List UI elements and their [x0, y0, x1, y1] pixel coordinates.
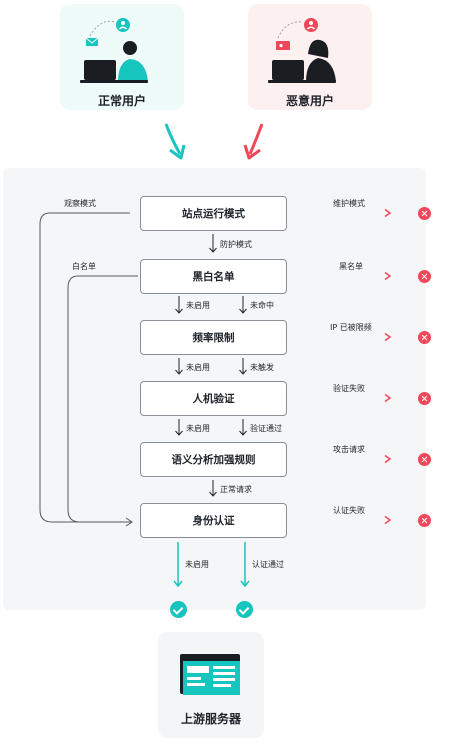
label-rate-not-enabled: 未启用 — [186, 363, 210, 372]
label-captcha-passed: 验证通过 — [250, 424, 282, 433]
malicious-user-label: 恶意用户 — [285, 94, 334, 108]
label-protect-mode: 防护模式 — [220, 240, 252, 249]
normal-user-illustration — [80, 18, 148, 83]
reject-label-maintenance: 维护模式 — [333, 199, 365, 208]
step-semantic-rules: 语义分析加强规则 — [140, 442, 287, 477]
reject-label-attack-request: 攻击请求 — [333, 445, 365, 454]
label-whitelist: 白名单 — [72, 262, 96, 271]
step-captcha: 人机验证 — [140, 381, 287, 416]
reject-icon — [418, 453, 431, 466]
normal-incoming-arrow — [164, 123, 182, 155]
step-black-white-list: 黑白名单 — [140, 259, 287, 294]
reject-label-blacklist: 黑名单 — [339, 262, 363, 271]
whitelist-bypass-line — [67, 275, 138, 523]
label-rate-not-triggered: 未触发 — [250, 363, 274, 372]
server-window-icon — [180, 654, 240, 695]
reject-label-verify-failed: 验证失败 — [333, 384, 365, 393]
pass-check-icon — [236, 601, 253, 618]
label-bw-not-enabled: 未启用 — [186, 301, 210, 310]
step-site-run-mode: 站点运行模式 — [140, 196, 287, 231]
reject-icon — [418, 514, 431, 527]
label-observe-mode: 观察模式 — [64, 199, 96, 208]
label-auth-passed: 认证通过 — [252, 560, 284, 569]
label-auth-not-enabled: 未启用 — [185, 560, 209, 569]
reject-label-ip-rate-limited: IP 已被限频 — [330, 323, 372, 332]
normal-user-card: 正常用户 — [60, 4, 184, 110]
normal-user-label: 正常用户 — [97, 94, 146, 108]
reject-icon — [418, 392, 431, 405]
malicious-user-illustration — [268, 18, 336, 83]
step-identity-auth: 身份认证 — [140, 503, 287, 538]
observe-mode-bypass-line — [39, 212, 132, 523]
malicious-user-card: 恶意用户 — [248, 4, 372, 110]
reject-icon — [418, 207, 431, 220]
step-rate-limit: 频率限制 — [140, 320, 287, 355]
reject-icon — [418, 331, 431, 344]
incoming-arrows — [164, 123, 264, 160]
malicious-incoming-arrow — [248, 123, 264, 155]
upstream-server-card: 上游服务器 — [158, 632, 264, 738]
label-normal-request: 正常请求 — [220, 485, 252, 494]
upstream-server-label: 上游服务器 — [180, 712, 241, 726]
label-captcha-not-enabled: 未启用 — [186, 424, 210, 433]
pass-check-icon — [170, 601, 187, 618]
reject-icon — [418, 270, 431, 283]
label-bw-not-hit: 未命中 — [250, 301, 274, 310]
reject-label-auth-failed: 认证失败 — [333, 506, 365, 515]
